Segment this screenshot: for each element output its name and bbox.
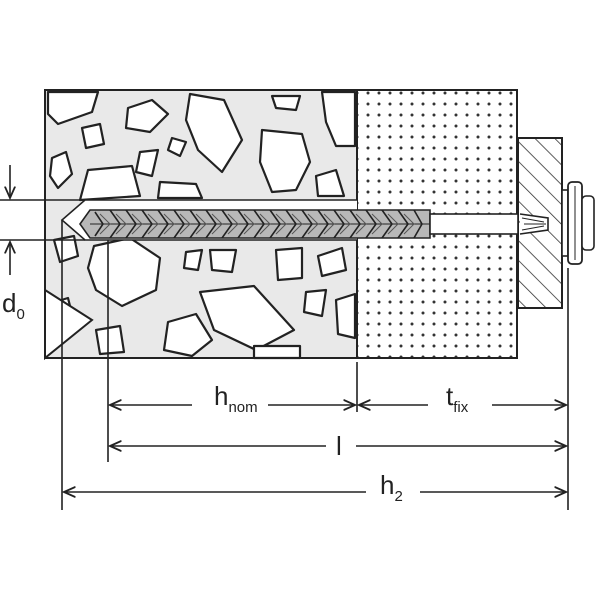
h2-dimension: h2 [64, 470, 566, 505]
h-nom-sub: nom [228, 399, 257, 416]
l-label: l [336, 431, 342, 461]
svg-text:hnom: hnom [214, 381, 258, 416]
d0-label: d [2, 288, 16, 318]
l-dimension: l [110, 431, 566, 461]
h2-sub: 2 [394, 488, 402, 505]
t-fix-sub: fix [453, 399, 469, 416]
h-nom-dimension: hnom [110, 381, 355, 416]
d0-dimension: d0 [2, 165, 25, 323]
d0-sub: 0 [16, 306, 24, 323]
extension-lines [0, 199, 569, 510]
svg-text:d0: d0 [2, 288, 25, 323]
anchor-sleeve [79, 209, 431, 239]
t-fix-label: t [446, 381, 454, 411]
h-nom-label: h [214, 381, 228, 411]
h2-label: h [380, 470, 394, 500]
t-fix-dimension: tfix [359, 381, 566, 416]
svg-text:tfix: tfix [446, 381, 469, 416]
anchor-screw [429, 181, 595, 265]
svg-text:h2: h2 [380, 470, 403, 505]
